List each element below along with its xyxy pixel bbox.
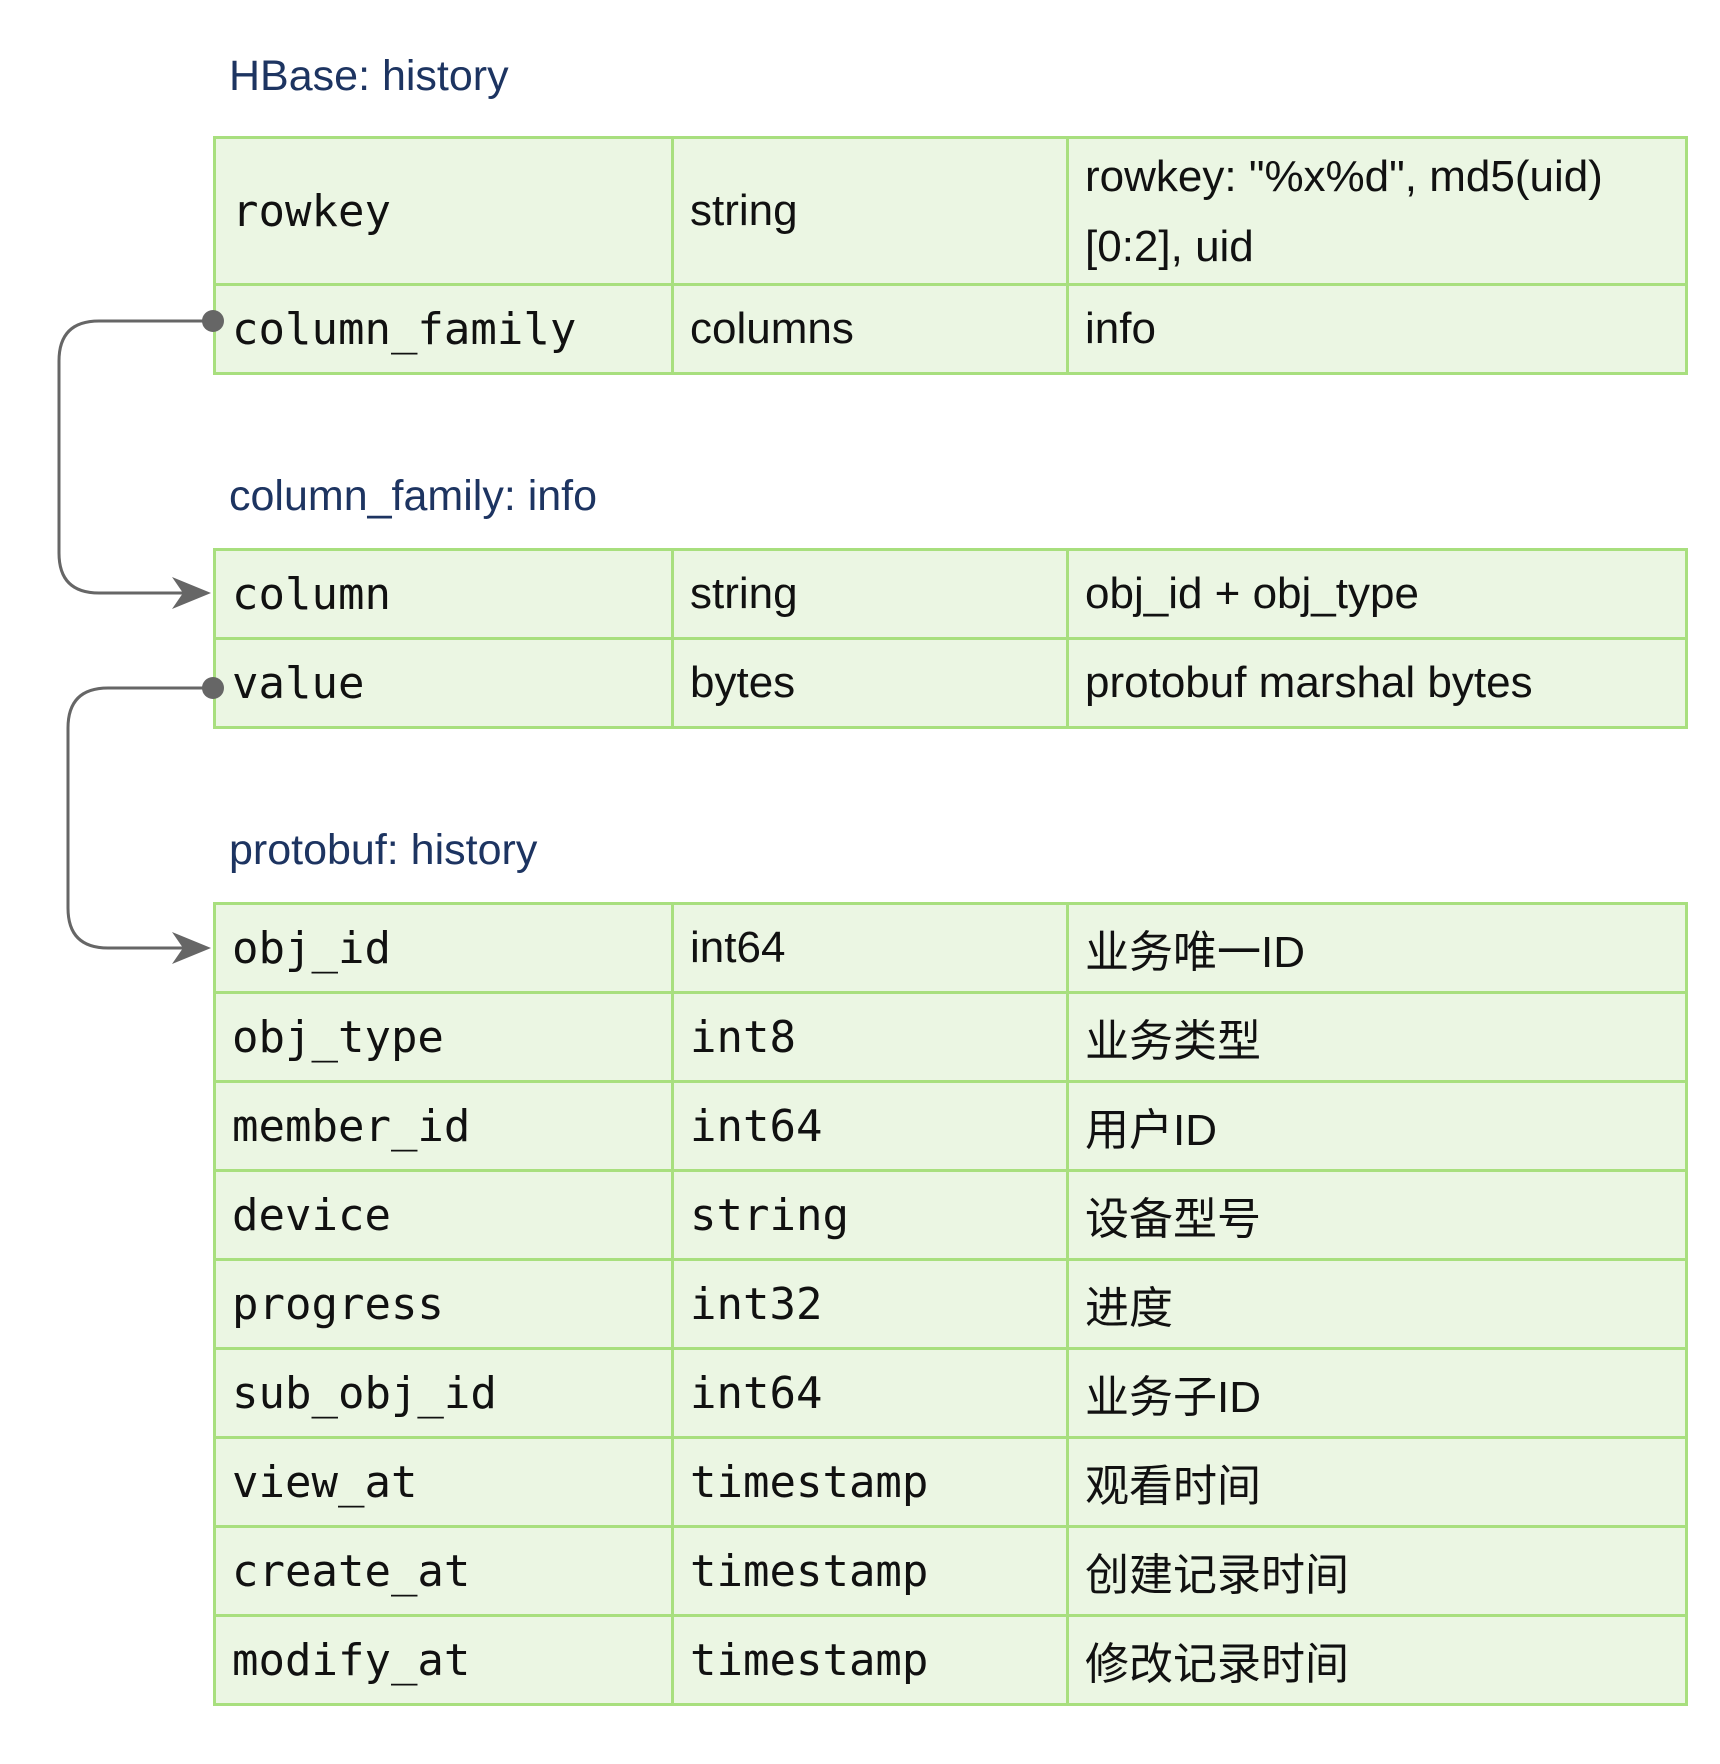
- table-row: obj_type int8 业务类型: [213, 991, 1688, 1083]
- field-type: timestamp: [671, 1525, 1069, 1617]
- field-name: column_family: [213, 283, 674, 375]
- field-description: info: [1066, 283, 1688, 375]
- table-row: progress int32 进度: [213, 1258, 1688, 1350]
- field-type: int64: [671, 1347, 1069, 1439]
- field-description: rowkey: "%x%d", md5(uid)[0:2], uid: [1066, 136, 1688, 286]
- field-type: string: [671, 1169, 1069, 1261]
- table-row: rowkey string rowkey: "%x%d", md5(uid)[0…: [213, 136, 1688, 286]
- field-name: value: [213, 637, 674, 729]
- field-type: bytes: [671, 637, 1069, 729]
- field-description: 业务唯一ID: [1066, 902, 1688, 994]
- field-description: 设备型号: [1066, 1169, 1688, 1261]
- field-description: 创建记录时间: [1066, 1525, 1688, 1617]
- field-type: string: [671, 548, 1069, 640]
- field-name: rowkey: [213, 136, 674, 286]
- field-type: int64: [671, 1080, 1069, 1172]
- field-name: device: [213, 1169, 674, 1261]
- arrowhead-icon: [172, 577, 211, 609]
- connector-column-family-to-column: [57, 319, 213, 595]
- field-description: protobuf marshal bytes: [1066, 637, 1688, 729]
- table-row: column_family columns info: [213, 283, 1688, 375]
- table-row: device string 设备型号: [213, 1169, 1688, 1261]
- column-family-table: column string obj_id + obj_type value by…: [213, 548, 1688, 729]
- field-name: progress: [213, 1258, 674, 1350]
- protobuf-table-title: protobuf: history: [229, 826, 538, 874]
- field-description: 观看时间: [1066, 1436, 1688, 1528]
- connector-value-to-protobuf: [66, 686, 213, 950]
- field-type: int8: [671, 991, 1069, 1083]
- arrowhead-icon: [172, 932, 211, 964]
- field-name: obj_type: [213, 991, 674, 1083]
- table-row: sub_obj_id int64 业务子ID: [213, 1347, 1688, 1439]
- field-name: column: [213, 548, 674, 640]
- field-type: columns: [671, 283, 1069, 375]
- field-description: 修改记录时间: [1066, 1614, 1688, 1706]
- field-description: 业务子ID: [1066, 1347, 1688, 1439]
- connector-start-dot: [202, 677, 224, 699]
- hbase-table: rowkey string rowkey: "%x%d", md5(uid)[0…: [213, 136, 1688, 375]
- field-description: 用户ID: [1066, 1080, 1688, 1172]
- field-name: view_at: [213, 1436, 674, 1528]
- field-description: 业务类型: [1066, 991, 1688, 1083]
- table-row: modify_at timestamp 修改记录时间: [213, 1614, 1688, 1706]
- field-description: 进度: [1066, 1258, 1688, 1350]
- column-family-table-title: column_family: info: [229, 472, 598, 520]
- field-name: modify_at: [213, 1614, 674, 1706]
- field-name: obj_id: [213, 902, 674, 994]
- connector-start-dot: [202, 310, 224, 332]
- protobuf-table: obj_id int64 业务唯一ID obj_type int8 业务类型 m…: [213, 902, 1688, 1706]
- field-type: timestamp: [671, 1614, 1069, 1706]
- table-row: view_at timestamp 观看时间: [213, 1436, 1688, 1528]
- hbase-table-title: HBase: history: [229, 52, 509, 100]
- field-description: obj_id + obj_type: [1066, 548, 1688, 640]
- field-name: create_at: [213, 1525, 674, 1617]
- table-row: member_id int64 用户ID: [213, 1080, 1688, 1172]
- table-row: column string obj_id + obj_type: [213, 548, 1688, 640]
- field-type: int64: [671, 902, 1069, 994]
- field-name: sub_obj_id: [213, 1347, 674, 1439]
- table-row: obj_id int64 业务唯一ID: [213, 902, 1688, 994]
- field-name: member_id: [213, 1080, 674, 1172]
- table-row: value bytes protobuf marshal bytes: [213, 637, 1688, 729]
- field-type: timestamp: [671, 1436, 1069, 1528]
- field-type: string: [671, 136, 1069, 286]
- table-row: create_at timestamp 创建记录时间: [213, 1525, 1688, 1617]
- field-type: int32: [671, 1258, 1069, 1350]
